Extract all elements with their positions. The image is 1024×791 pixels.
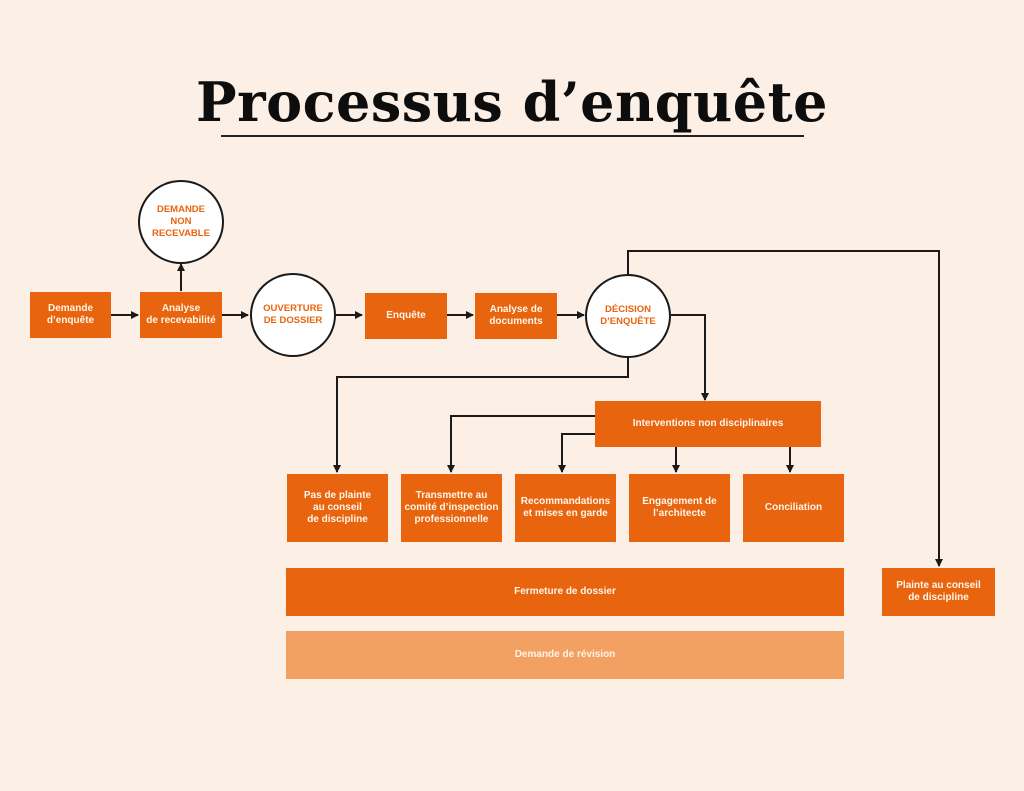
node-analyse-documents: Analyse de documents (475, 293, 557, 339)
node-enquete: Enquête (365, 293, 447, 339)
node-analyse-recevabilite: Analyse de recevabilité (140, 292, 222, 338)
node-demande-enquete: Demande d’enquête (30, 292, 111, 338)
edge-interventions-to-transmettre (447, 415, 596, 473)
edge-decision-to-pas-de-plainte (333, 357, 629, 473)
node-conciliation: Conciliation (743, 474, 844, 542)
node-transmettre-comite: Transmettre au comité d’inspection profe… (401, 474, 502, 542)
node-engagement-architecte: Engagement de l’architecte (629, 474, 730, 542)
node-recommandations: Recommandations et mises en garde (515, 474, 616, 542)
node-decision-enquete: DÉCISION D’ENQUÊTE (585, 274, 671, 358)
node-interventions-non-disciplinaires: Interventions non disciplinaires (595, 401, 821, 447)
node-demande-non-recevable: DEMANDE NON RECEVABLE (138, 180, 224, 264)
edge-interventions-to-recommandations (558, 433, 596, 473)
edge-decision-to-interventions (671, 314, 709, 401)
node-demande-revision: Demande de révision (286, 631, 844, 679)
node-ouverture-dossier: OUVERTURE DE DOSSIER (250, 273, 336, 357)
edge-decision-to-plainte-conseil (627, 250, 943, 567)
node-plainte-conseil: Plainte au conseil de discipline (882, 568, 995, 616)
title-underline (221, 135, 804, 137)
node-fermeture-dossier: Fermeture de dossier (286, 568, 844, 616)
node-pas-de-plainte: Pas de plainte au conseil de discipline (287, 474, 388, 542)
page-title: Processus d’enquête (196, 70, 828, 134)
